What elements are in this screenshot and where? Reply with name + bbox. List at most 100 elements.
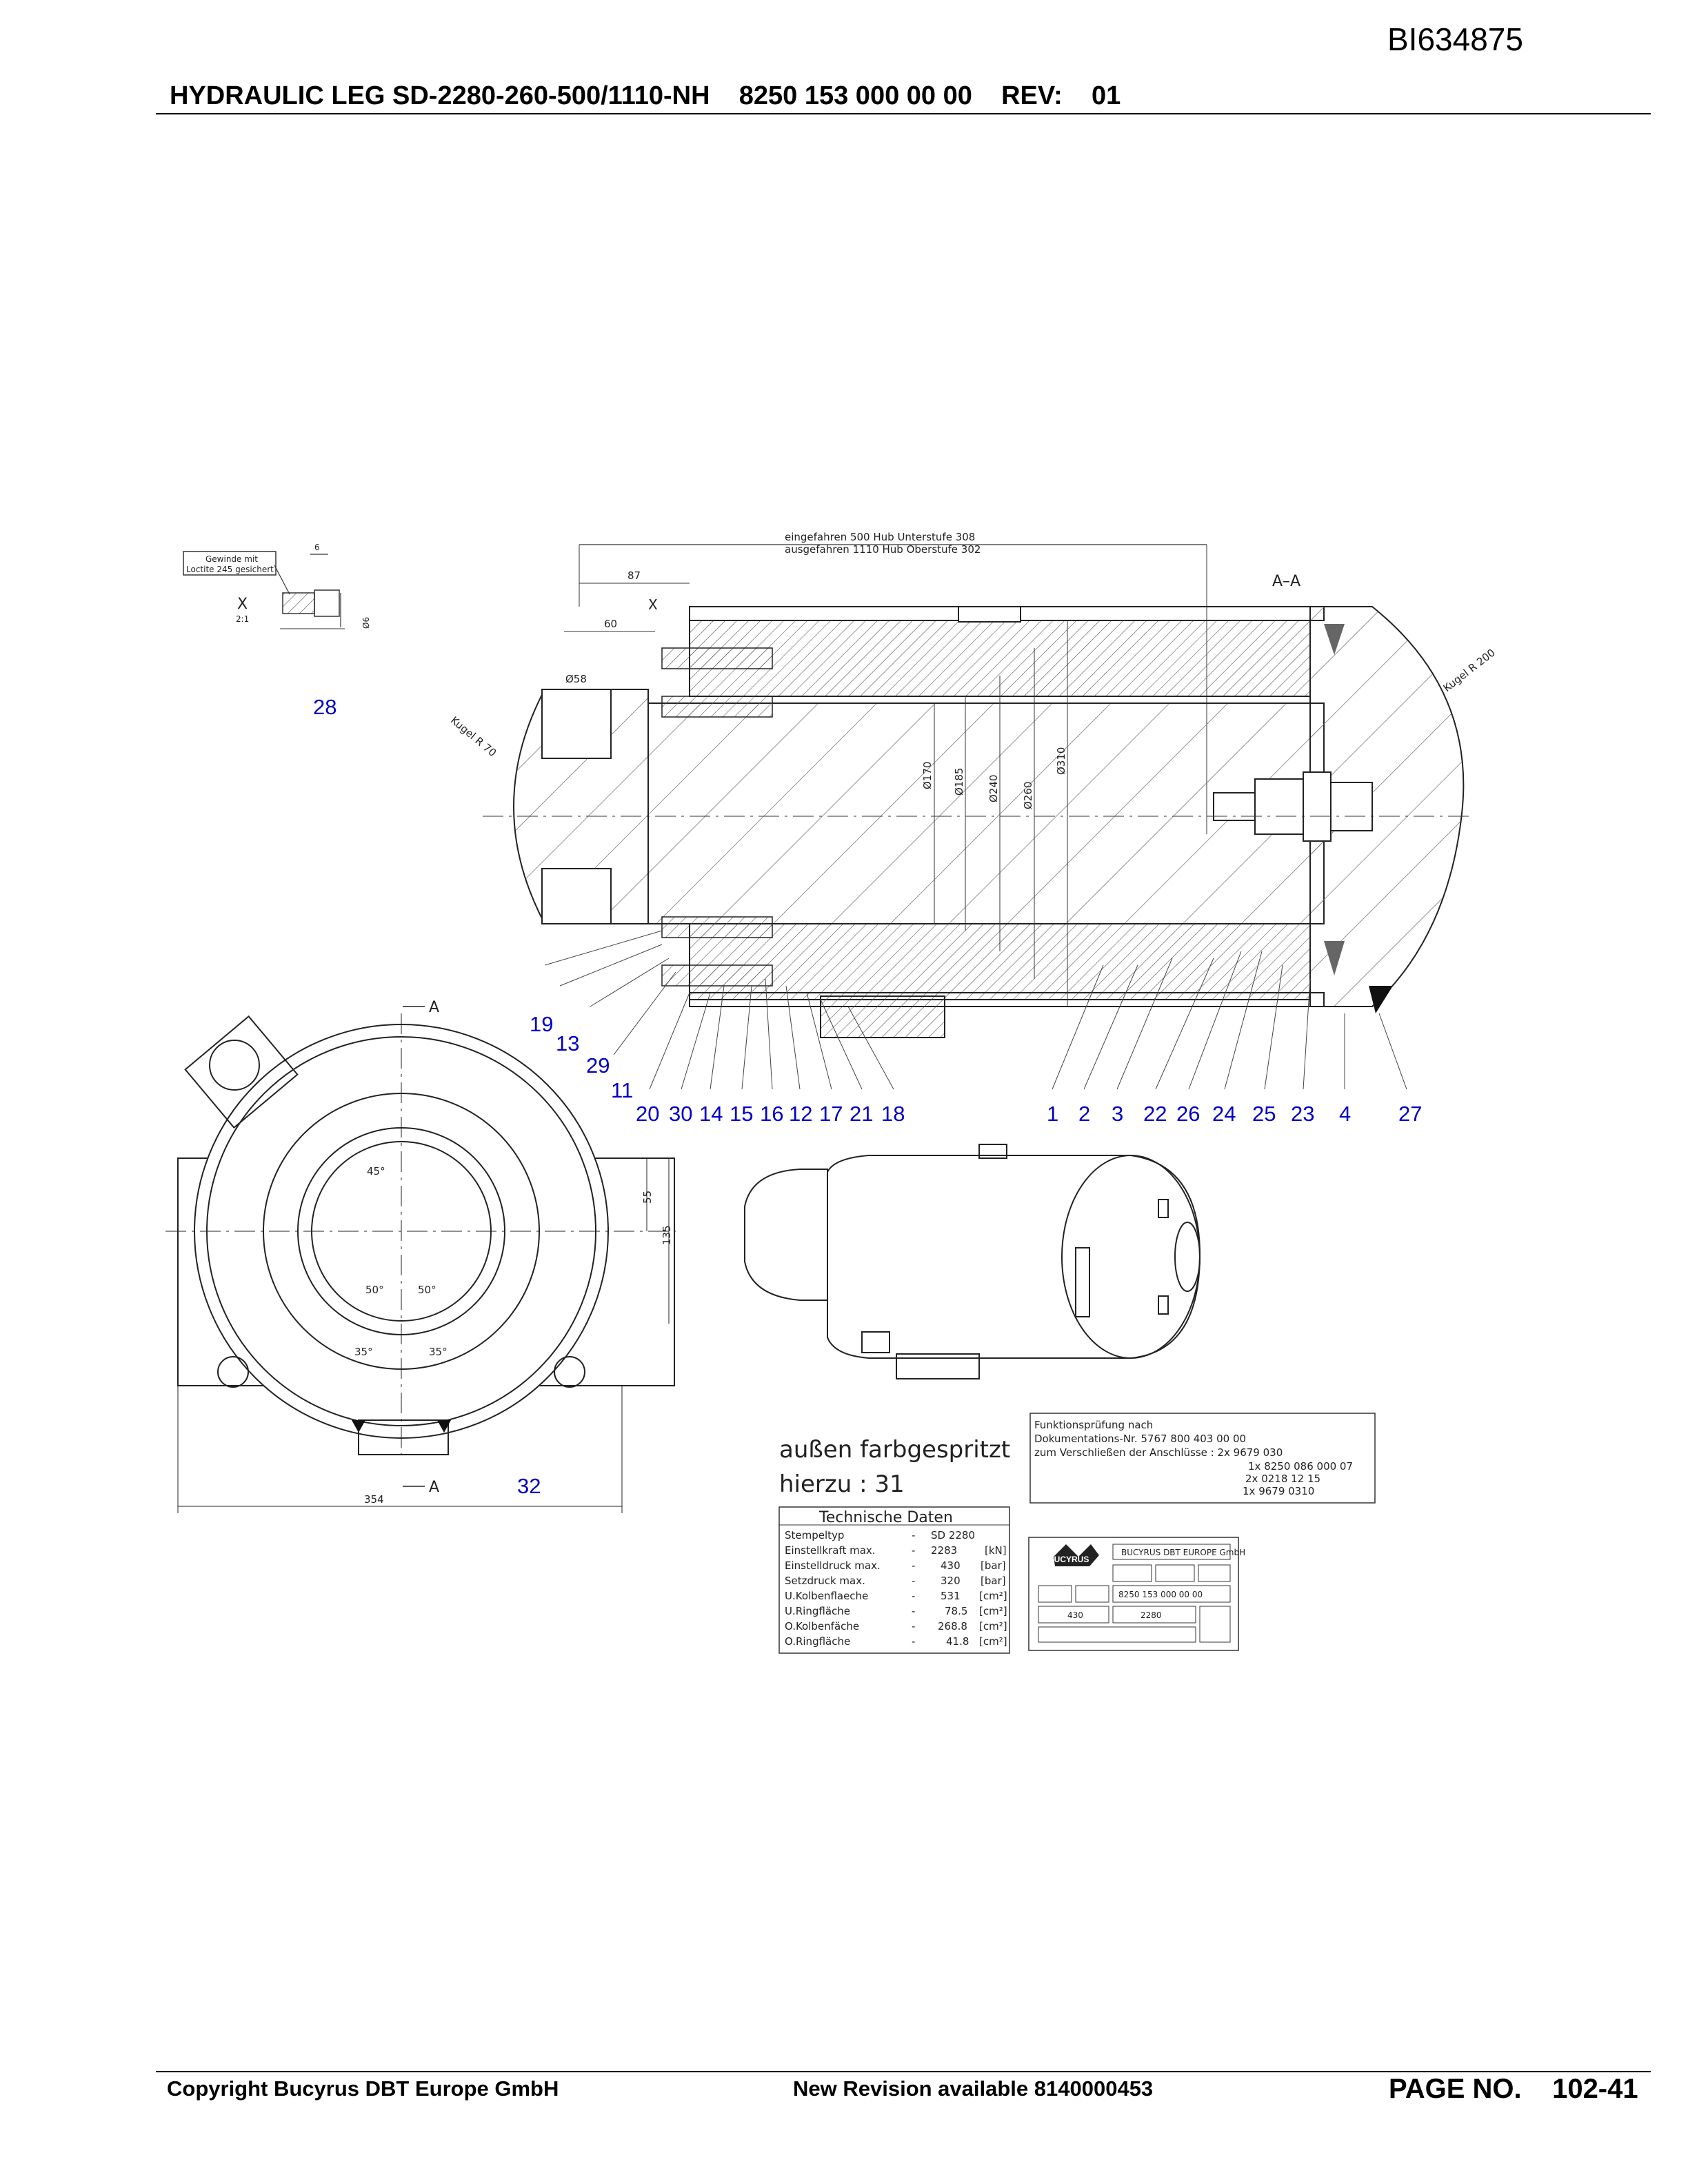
tech-data-row: Stempeltyp - SD 2280 bbox=[785, 1529, 975, 1541]
callout-3: 3 bbox=[1112, 1102, 1123, 1126]
footer-copyright: Copyright Bucyrus DBT Europe GmbH bbox=[167, 2076, 559, 2101]
document-id: BI634875 bbox=[1387, 21, 1523, 57]
dim-d185: Ø185 bbox=[953, 768, 965, 796]
tech-row-dash: - bbox=[912, 1544, 915, 1557]
tech-row-unit: [kN] bbox=[985, 1544, 1007, 1557]
nameplate-company: BUCYRUS DBT EUROPE GmbH bbox=[1121, 1548, 1245, 1557]
x-marker: X bbox=[648, 596, 658, 613]
end-view-labels: A A 45° 50° 50° 35° 35° 55 135 354 bbox=[354, 999, 673, 1506]
stroke-dim-1: eingefahren 500 Hub Unterstufe 308 bbox=[785, 531, 975, 543]
tech-row-label: U.Kolbenflaeche bbox=[785, 1590, 868, 1602]
tech-row-label: O.Kolbenfäche bbox=[785, 1620, 859, 1632]
tech-data-row: O.Kolbenfäche - 268.8 [cm²] bbox=[785, 1620, 1007, 1632]
callout-14: 14 bbox=[699, 1102, 723, 1126]
function-test-6: 1x 9679 0310 bbox=[1243, 1485, 1314, 1497]
kugel-r70: Kugel R 70 bbox=[448, 714, 499, 760]
function-test-4: 1x 8250 086 000 07 bbox=[1248, 1460, 1353, 1473]
section-label: A–A bbox=[1272, 573, 1300, 590]
callout-32: 32 bbox=[517, 1474, 541, 1498]
isometric-view bbox=[744, 1144, 1201, 1379]
dim-87: 87 bbox=[627, 569, 641, 582]
nameplate-pressure: 430 bbox=[1067, 1610, 1083, 1620]
tech-row-label: Einstellkraft max. bbox=[785, 1544, 876, 1557]
tech-row-unit: [cm²] bbox=[979, 1620, 1007, 1632]
tech-row-dash: - bbox=[912, 1620, 915, 1632]
callout-26: 26 bbox=[1176, 1102, 1200, 1126]
tech-row-unit: [cm²] bbox=[979, 1605, 1007, 1617]
callout-25: 25 bbox=[1252, 1102, 1276, 1126]
tech-row-value: 320 bbox=[941, 1575, 961, 1587]
callout-13: 13 bbox=[556, 1031, 579, 1055]
section-view: eingefahren 500 Hub Unterstufe 308 ausge… bbox=[448, 531, 1498, 1090]
callouts: 19 13 29 11 20 30 14 15 16 12 17 21 18 1… bbox=[313, 695, 1422, 1498]
tech-row-value: 78.5 bbox=[945, 1605, 967, 1617]
tech-row-dash: - bbox=[912, 1559, 915, 1572]
dim-d170: Ø170 bbox=[921, 762, 934, 789]
dim-60: 60 bbox=[604, 618, 617, 630]
tech-data-row: Einstellkraft max. - 2283 [kN] bbox=[785, 1544, 1007, 1557]
tech-data-row: O.Ringfläche - 41.8 [cm²] bbox=[785, 1635, 1007, 1648]
detail-x-note-2: Loctite 245 gesichert bbox=[186, 565, 274, 574]
angle-35-right: 35° bbox=[429, 1346, 448, 1358]
dim-135: 135 bbox=[661, 1225, 673, 1245]
callout-12: 12 bbox=[789, 1102, 812, 1126]
tech-row-dash: - bbox=[912, 1590, 915, 1602]
callout-16: 16 bbox=[760, 1102, 783, 1126]
header-rule bbox=[156, 113, 1651, 114]
callout-30: 30 bbox=[669, 1102, 692, 1126]
callout-27: 27 bbox=[1398, 1102, 1422, 1126]
detail-x-label: X bbox=[237, 596, 248, 613]
detail-x: Gewinde mit Loctite 245 gesichert X 2:1 … bbox=[183, 543, 371, 629]
tech-data-title: Technische Daten bbox=[818, 1509, 953, 1526]
tech-row-unit: [cm²] bbox=[979, 1635, 1007, 1648]
tech-row-dash: - bbox=[912, 1529, 915, 1541]
callout-17: 17 bbox=[819, 1102, 843, 1126]
paint-note-1: außen farbgespritzt bbox=[779, 1436, 1010, 1464]
header-title: HYDRAULIC LEG SD-2280-260-500/1110-NH 82… bbox=[170, 81, 1121, 110]
end-view-a-top: A bbox=[429, 999, 439, 1016]
dim-55: 55 bbox=[641, 1191, 654, 1204]
dim-354: 354 bbox=[364, 1493, 384, 1506]
callout-29: 29 bbox=[586, 1053, 610, 1078]
callout-18: 18 bbox=[881, 1102, 905, 1126]
end-view bbox=[165, 1006, 676, 1513]
detail-x-dim-6: 6 bbox=[314, 543, 320, 552]
callout-1: 1 bbox=[1047, 1102, 1058, 1126]
tech-row-label: Stempeltyp bbox=[785, 1529, 844, 1541]
tech-data-row: Setzdruck max. - 320 [bar] bbox=[785, 1575, 1006, 1587]
dim-d310: Ø310 bbox=[1055, 747, 1067, 775]
tech-row-dash: - bbox=[912, 1605, 915, 1617]
tech-row-dash: - bbox=[912, 1635, 915, 1648]
stroke-dim-2: ausgefahren 1110 Hub Oberstufe 302 bbox=[785, 543, 981, 556]
tech-row-value: 2283 bbox=[931, 1544, 957, 1557]
tech-row-value: 531 bbox=[941, 1590, 961, 1602]
function-test-1: Funktionsprüfung nach bbox=[1034, 1419, 1153, 1431]
detail-x-scale: 2:1 bbox=[236, 614, 249, 624]
callout-2: 2 bbox=[1078, 1102, 1090, 1126]
function-test-5: 2x 0218 12 15 bbox=[1245, 1473, 1320, 1485]
tech-row-value: 430 bbox=[941, 1559, 961, 1572]
paint-note-2: hierzu : 31 bbox=[779, 1470, 905, 1498]
tech-row-unit: [cm²] bbox=[979, 1590, 1007, 1602]
callout-23: 23 bbox=[1291, 1102, 1314, 1126]
tech-row-label: U.Ringfläche bbox=[785, 1605, 850, 1617]
callout-11: 11 bbox=[611, 1078, 633, 1102]
callout-15: 15 bbox=[730, 1102, 753, 1126]
dim-d260: Ø260 bbox=[1022, 782, 1034, 809]
tech-data-row: U.Ringfläche - 78.5 [cm²] bbox=[785, 1605, 1007, 1617]
footer-rule bbox=[156, 2071, 1651, 2072]
nameplate-brand: BUCYRUS bbox=[1048, 1555, 1089, 1564]
nameplate-type: 2280 bbox=[1141, 1610, 1162, 1620]
callout-21: 21 bbox=[850, 1102, 873, 1126]
tech-data-row: Einstelldruck max. - 430 [bar] bbox=[785, 1559, 1006, 1572]
detail-x-dim-d6: Ø6 bbox=[361, 617, 371, 629]
detail-x-note-1: Gewinde mit bbox=[205, 554, 258, 564]
tech-row-label: O.Ringfläche bbox=[785, 1635, 850, 1648]
tech-row-value: 268.8 bbox=[938, 1620, 967, 1632]
dim-d240: Ø240 bbox=[987, 775, 1000, 802]
angle-50-right: 50° bbox=[418, 1284, 436, 1296]
angle-50-left: 50° bbox=[365, 1284, 384, 1296]
dim-d58: Ø58 bbox=[565, 673, 587, 685]
function-test-3: zum Verschließen der Anschlüsse : 2x 967… bbox=[1034, 1446, 1283, 1459]
